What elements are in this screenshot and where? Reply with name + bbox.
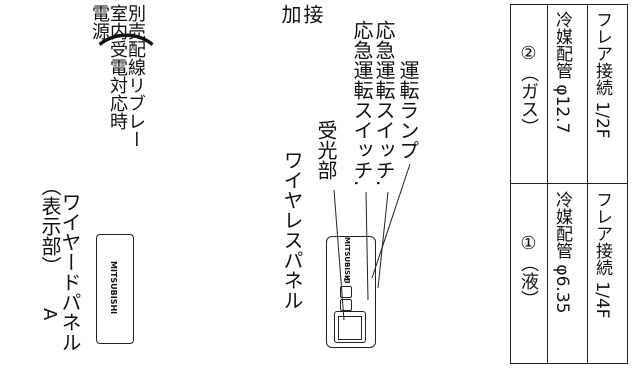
emergency-switch-b	[340, 286, 352, 298]
run-lamp-dot	[344, 277, 350, 283]
cell-gas-pipe: 冷媒配管 φ12.7	[552, 11, 572, 134]
label-indoor-power: 室内受電対応時	[107, 4, 128, 130]
label-run-lamp: 運転ランプ	[396, 60, 420, 160]
receiver-window	[334, 311, 366, 343]
cell-liquid-flare: フレア接続 1/4F	[592, 191, 612, 319]
brace-symbol: （	[86, 0, 154, 48]
wireless-panel-logo: MITSUBISHI	[343, 237, 351, 284]
label-a-mark: A	[39, 308, 60, 321]
leader-receiver	[333, 189, 345, 321]
label-display-part: （表示部）	[38, 176, 62, 276]
label-wireless-panel: ワイヤレスパネル	[280, 150, 304, 310]
table-hline	[511, 183, 627, 184]
label-wired-panel: ワイヤードパネル	[58, 192, 82, 352]
label-emergency-switch-1: 応急運転スイッチ.	[350, 20, 374, 187]
cell-gas-flare: フレア接続 1/2F	[592, 11, 612, 139]
header-liquid: ①（液）	[518, 233, 539, 308]
leader-switch-1	[365, 191, 369, 301]
label-receiver: 受光部	[314, 120, 338, 180]
table-vline-1	[547, 5, 548, 363]
pipe-spec-table: ②（ガス） ①（液） 冷媒配管 φ12.7 フレア接続 1/2F 冷媒配管 φ6…	[510, 4, 628, 364]
receiver-window-inner	[338, 316, 362, 340]
table-vline-2	[587, 5, 588, 363]
leader-run-lamp	[371, 163, 411, 279]
header-gas: ②（ガス）	[518, 43, 539, 136]
emergency-switch-a	[340, 299, 352, 311]
label-emergency-switch-2: 応急運転スイッチ.	[372, 20, 396, 187]
top-note-1: 加	[278, 4, 302, 24]
wired-panel-logo: MITSUBISHI	[109, 261, 118, 315]
label-power: 電源	[89, 4, 110, 40]
leader-switch-2	[377, 191, 389, 289]
wireless-panel-diagram: MITSUBISHI	[326, 236, 376, 348]
cell-liquid-pipe: 冷媒配管 φ6.35	[552, 191, 572, 314]
top-note-2: 接	[300, 4, 324, 24]
wired-panel-diagram: MITSUBISHI	[96, 234, 134, 344]
label-optional-relay: 別売配線リブレー	[125, 4, 146, 148]
